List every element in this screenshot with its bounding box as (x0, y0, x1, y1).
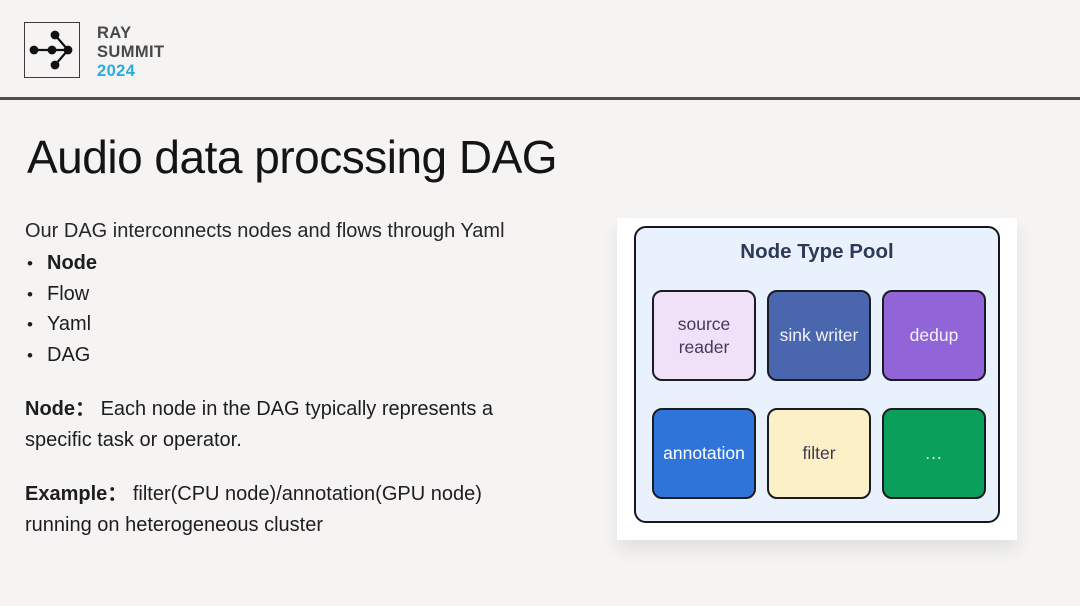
diagram-panel: Node Type Pool source reader sink writer… (617, 218, 1017, 540)
paragraph-text: filter(CPU node)/annotation(GPU node) ru… (25, 483, 482, 536)
list-item-node: Node (27, 252, 97, 283)
paragraph-label: Example： (25, 483, 128, 505)
node-grid: source reader sink writer dedup annotati… (652, 290, 986, 499)
bullet-list: Node Flow Yaml DAG (27, 252, 97, 374)
dag-network-icon (29, 30, 73, 70)
paragraph-example: Example： filter(CPU node)/annotation(GPU… (25, 479, 537, 541)
page-title: Audio data procssing DAG (27, 131, 558, 183)
node-type-pool-box: Node Type Pool source reader sink writer… (634, 226, 1000, 523)
node-dedup: dedup (882, 290, 986, 381)
node-filter: filter (767, 408, 871, 499)
list-item-label: Yaml (47, 313, 92, 335)
paragraph-text: Each node in the DAG typically represent… (25, 398, 493, 451)
paragraph-label: Node： (25, 398, 95, 420)
ray-summit-logo (24, 22, 80, 78)
ray-summit-wordmark: RAY SUMMIT 2024 (97, 24, 164, 81)
node-ellipsis: ... (882, 408, 986, 499)
intro-text: Our DAG interconnects nodes and flows th… (25, 220, 505, 242)
list-item-label: DAG (47, 343, 91, 366)
wordmark-ray: RAY (97, 24, 132, 42)
list-item-label: Node (47, 252, 97, 274)
node-sink-writer: sink writer (767, 290, 871, 381)
wordmark-summit: SUMMIT (97, 43, 165, 61)
diagram-title: Node Type Pool (740, 240, 894, 263)
list-item-yaml: Yaml (27, 313, 97, 344)
wordmark-year: 2024 (97, 62, 136, 80)
list-item-dag: DAG (27, 344, 97, 375)
list-item-flow: Flow (27, 283, 97, 314)
list-item-label: Flow (47, 282, 90, 305)
node-source-reader: source reader (652, 290, 756, 381)
header-divider (0, 97, 1080, 100)
node-annotation: annotation (652, 408, 756, 499)
paragraph-node-definition: Node： Each node in the DAG typically rep… (25, 394, 537, 456)
